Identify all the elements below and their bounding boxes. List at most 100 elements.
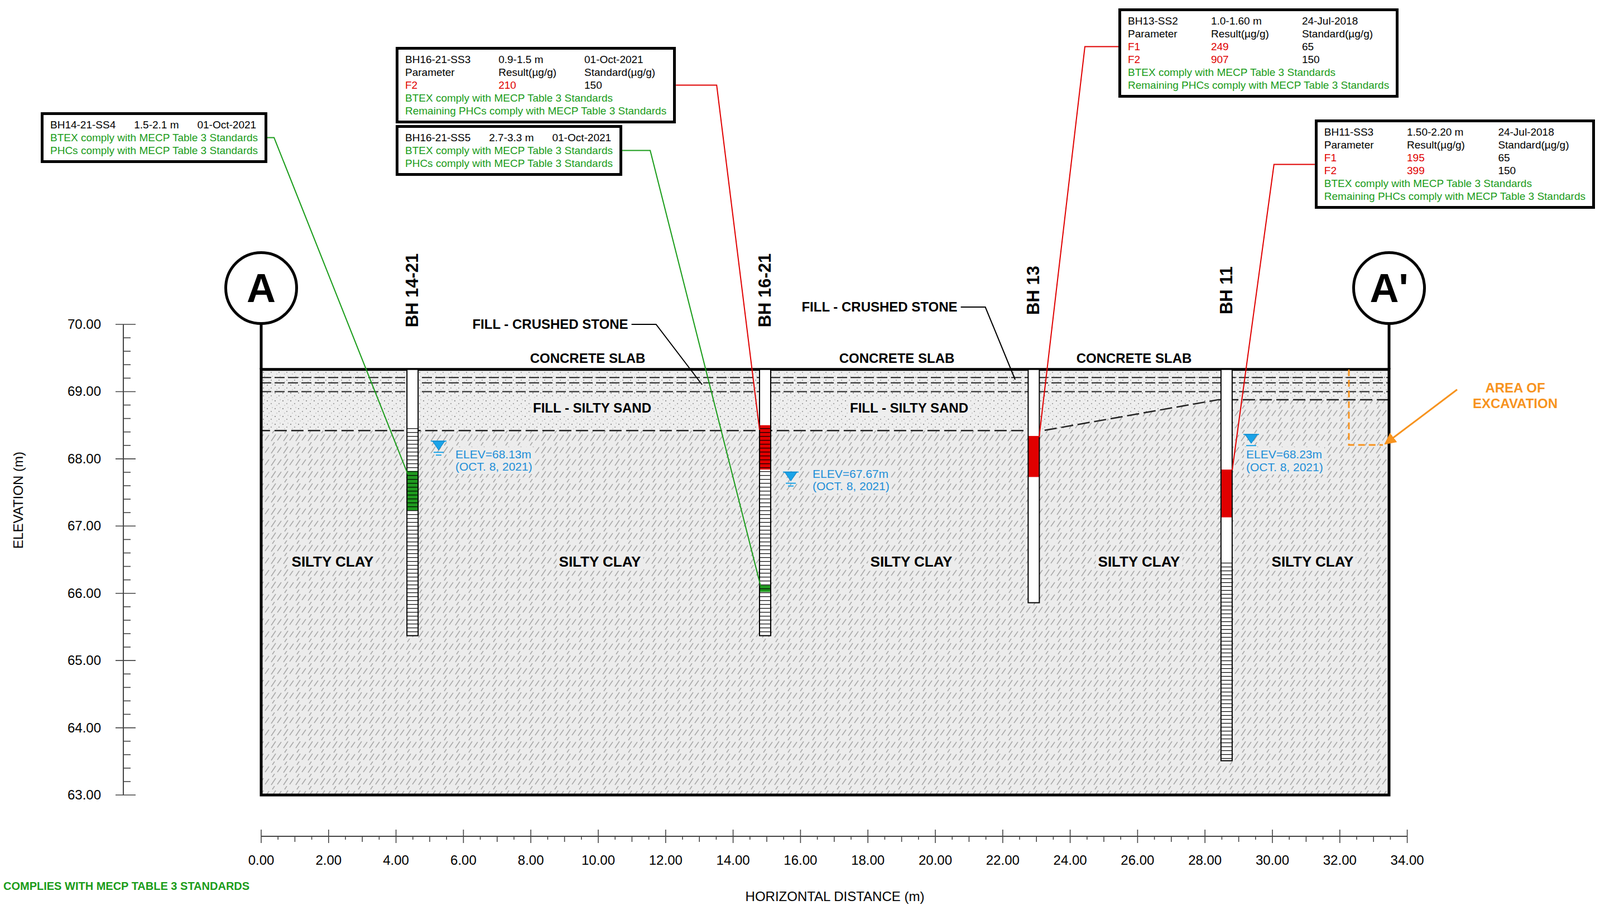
leader-line [622, 150, 761, 587]
well-screen [759, 580, 771, 581]
excavation-label: AREA OF EXCAVATION [1459, 380, 1571, 412]
well-screen [406, 525, 418, 527]
well-screen [406, 619, 418, 621]
well-screen [406, 513, 418, 515]
well-screen [759, 533, 771, 535]
table-cell: 01-Oct-2021 [584, 53, 667, 66]
well-screen [1221, 656, 1233, 657]
well-screen [1221, 593, 1233, 595]
axis-tick [123, 673, 131, 675]
well-screen [1221, 609, 1233, 610]
well-screen [1221, 746, 1233, 747]
well-screen [1221, 710, 1233, 712]
well-screen [406, 603, 418, 605]
axis-tick [123, 404, 131, 406]
legend-note: COMPLIES WITH MECP TABLE 3 STANDARDS [3, 879, 250, 893]
well-screen [1221, 683, 1233, 685]
axis-tick [681, 835, 684, 840]
axis-tick [123, 606, 131, 608]
well-screen [759, 482, 771, 484]
axis-tick [1339, 829, 1341, 843]
table-cell: 65 [1497, 151, 1586, 165]
well-screen [406, 596, 418, 597]
axis-tick [429, 835, 431, 842]
tick-label: 8.00 [517, 852, 545, 868]
well-screen [1221, 691, 1233, 693]
callout-box: BH11-SS31.50-2.20 m24-Jul-2018ParameterR… [1314, 119, 1595, 209]
layer-boundary [261, 399, 1390, 431]
well-screen [406, 498, 418, 499]
tick-label: 70.00 [67, 316, 102, 333]
axis-tick [123, 337, 131, 339]
axis-tick [530, 829, 532, 843]
axis-tick [1288, 835, 1290, 840]
well-screen [406, 435, 418, 437]
axis-tick [732, 829, 734, 843]
axis-tick [123, 511, 131, 513]
well-screen [759, 572, 771, 574]
borehole [1027, 369, 1040, 603]
well-screen [759, 494, 771, 496]
compliance-note: BTEX comply with MECP Table 3 Standards [1127, 65, 1390, 79]
sample-interval [406, 471, 418, 511]
borehole-outline [406, 369, 418, 636]
axis-tick [463, 829, 465, 843]
well-screen [1221, 699, 1233, 700]
well-screen [406, 611, 418, 613]
axis-tick [1406, 829, 1409, 843]
callout-box: BH16-21-SS30.9-1.5 m01-Oct-2021Parameter… [395, 46, 676, 124]
table-cell: 150 [584, 78, 667, 92]
table-cell: Standard(µg/g) [1497, 138, 1586, 152]
well-screen [1221, 582, 1233, 583]
axis-tick [614, 835, 616, 840]
well-screen [406, 467, 418, 468]
well-screen [406, 584, 418, 585]
borehole-label: BH 13 [1023, 265, 1044, 315]
axis-tick [1187, 835, 1189, 840]
axis-tick [1305, 835, 1308, 842]
table-cell: F2 [1127, 53, 1195, 66]
tick-label: 20.00 [918, 852, 953, 868]
tick-label: 16.00 [783, 852, 818, 868]
well-screen [759, 513, 771, 515]
tick-label: 26.00 [1120, 852, 1155, 868]
leader-line [961, 306, 1016, 380]
axis-tick [901, 835, 903, 842]
axis-tick [115, 323, 136, 325]
layer-label: FILL - CRUSHED STONE [472, 316, 628, 333]
table-cell: BH14-21-SS4 [50, 118, 118, 132]
table-cell: Result(µg/g) [498, 65, 568, 79]
table-cell: 1.50-2.20 m [1406, 125, 1482, 139]
borehole-outline [1221, 369, 1233, 761]
leader-line [675, 85, 760, 431]
well-screen [1221, 578, 1233, 579]
borehole [759, 369, 771, 636]
borehole-tube [1027, 369, 1040, 603]
table-cell: BH13-SS2 [1127, 14, 1195, 28]
well-screen [1221, 574, 1233, 575]
tick-label: 67.00 [67, 517, 102, 534]
well-screen [406, 431, 418, 433]
water-level-triangle [1245, 434, 1258, 444]
well-screen [406, 529, 418, 531]
tick-label: 6.00 [450, 852, 477, 868]
table-cell: 01-Oct-2021 [197, 118, 258, 132]
layer-boundary [261, 376, 1390, 378]
well-screen [406, 474, 418, 476]
table-cell: Result(µg/g) [1211, 27, 1286, 41]
borehole-label: BH 11 [1216, 266, 1237, 315]
axis-tick [513, 835, 515, 840]
well-screen [759, 428, 771, 429]
axis-tick [1137, 829, 1139, 843]
well-screen [406, 478, 418, 480]
layer-label: SILTY CLAY [868, 552, 955, 571]
axis-tick [1069, 829, 1071, 843]
well-screen [1221, 617, 1233, 618]
axis-tick [260, 829, 262, 843]
table-cell: F2 [1324, 164, 1391, 177]
well-screen [1221, 621, 1233, 622]
well-screen [1221, 648, 1233, 650]
layer-label: SILTY CLAY [556, 552, 644, 571]
layer-boundary [261, 382, 1390, 384]
axis-tick [123, 646, 131, 648]
